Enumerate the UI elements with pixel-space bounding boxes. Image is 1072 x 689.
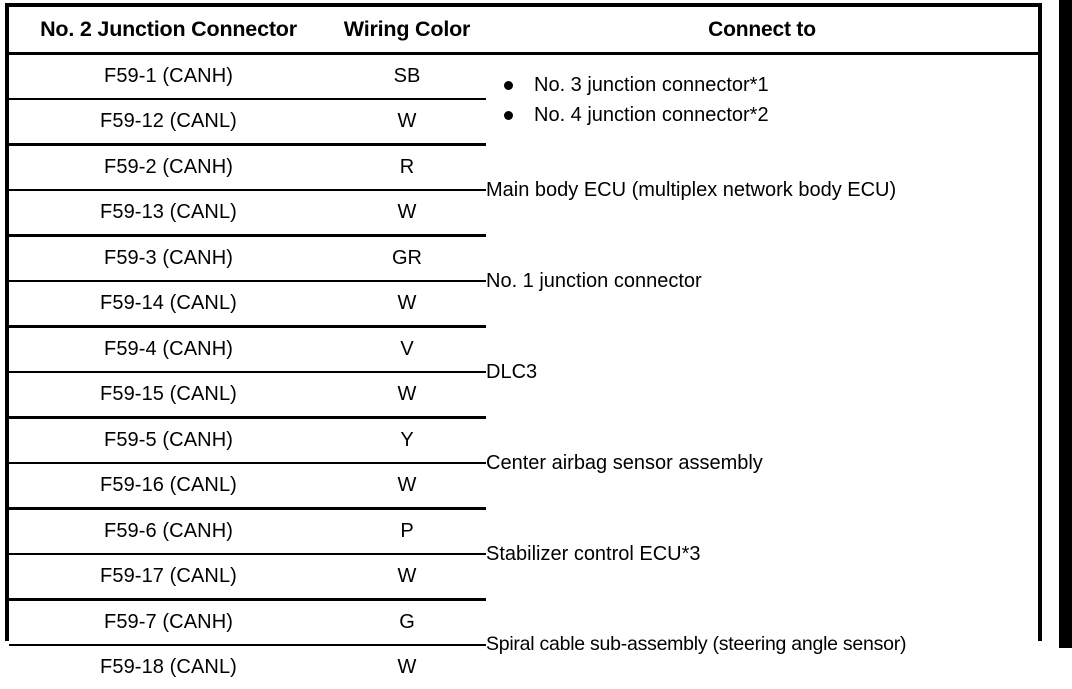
page-edge-bar	[1059, 0, 1072, 648]
cell-wiring-color: W	[328, 554, 486, 600]
cell-connect-to: DLC3	[486, 327, 1038, 418]
cell-wiring-color: W	[328, 281, 486, 327]
wiring-table-container: No. 2 Junction Connector Wiring Color Co…	[5, 3, 1042, 641]
cell-wiring-color: P	[328, 509, 486, 555]
cell-connect-to: No. 1 junction connector	[486, 236, 1038, 327]
cell-terminal: F59-2 (CANH)	[9, 145, 328, 191]
connect-to-label: DLC3	[486, 361, 1038, 384]
cell-wiring-color: W	[328, 463, 486, 509]
list-item-label: No. 3 junction connector*1	[534, 74, 769, 96]
cell-terminal: F59-5 (CANH)	[9, 418, 328, 464]
cell-terminal: F59-14 (CANL)	[9, 281, 328, 327]
cell-wiring-color: W	[328, 645, 486, 689]
cell-terminal: F59-18 (CANL)	[9, 645, 328, 689]
cell-terminal: F59-1 (CANH)	[9, 54, 328, 100]
cell-connect-to: Spiral cable sub-assembly (steering angl…	[486, 600, 1038, 689]
column-header-connect-to: Connect to	[486, 7, 1038, 54]
column-header-wiring-color: Wiring Color	[328, 7, 486, 54]
cell-wiring-color: W	[328, 190, 486, 236]
cell-terminal: F59-6 (CANH)	[9, 509, 328, 555]
cell-connect-to: Center airbag sensor assembly	[486, 418, 1038, 509]
cell-terminal: F59-7 (CANH)	[9, 600, 328, 646]
cell-wiring-color: W	[328, 99, 486, 145]
cell-connect-to: Stabilizer control ECU*3	[486, 509, 1038, 600]
connect-to-label: Center airbag sensor assembly	[486, 452, 1038, 475]
table-header-row: No. 2 Junction Connector Wiring Color Co…	[9, 7, 1038, 54]
cell-wiring-color: GR	[328, 236, 486, 282]
cell-wiring-color: V	[328, 327, 486, 373]
cell-terminal: F59-13 (CANL)	[9, 190, 328, 236]
cell-terminal: F59-3 (CANH)	[9, 236, 328, 282]
connect-to-label: Spiral cable sub-assembly (steering angl…	[486, 633, 1038, 656]
junction-connector-table: No. 2 Junction Connector Wiring Color Co…	[9, 7, 1038, 689]
cell-terminal: F59-4 (CANH)	[9, 327, 328, 373]
bullet-dot-icon	[504, 81, 513, 90]
cell-terminal: F59-12 (CANL)	[9, 99, 328, 145]
cell-connect-to: Main body ECU (multiplex network body EC…	[486, 145, 1038, 236]
column-header-connector: No. 2 Junction Connector	[9, 7, 328, 54]
cell-wiring-color: W	[328, 372, 486, 418]
cell-wiring-color: G	[328, 600, 486, 646]
cell-terminal: F59-15 (CANL)	[9, 372, 328, 418]
cell-wiring-color: R	[328, 145, 486, 191]
list-item-label: No. 4 junction connector*2	[534, 104, 769, 126]
table-header: No. 2 Junction Connector Wiring Color Co…	[9, 7, 1038, 54]
cell-terminal: F59-16 (CANL)	[9, 463, 328, 509]
cell-terminal: F59-17 (CANL)	[9, 554, 328, 600]
list-item: No. 3 junction connector*1	[504, 70, 1038, 100]
connect-to-label: Stabilizer control ECU*3	[486, 543, 1038, 566]
bullet-dot-icon	[504, 111, 513, 120]
list-item: No. 4 junction connector*2	[504, 100, 1038, 130]
table-row: F59-1 (CANH)SB No. 3 junction connector*1…	[9, 54, 1038, 100]
connect-to-label: Main body ECU (multiplex network body EC…	[486, 179, 1038, 202]
cell-wiring-color: Y	[328, 418, 486, 464]
connect-to-label: No. 1 junction connector	[486, 270, 1038, 293]
cell-wiring-color: SB	[328, 54, 486, 100]
